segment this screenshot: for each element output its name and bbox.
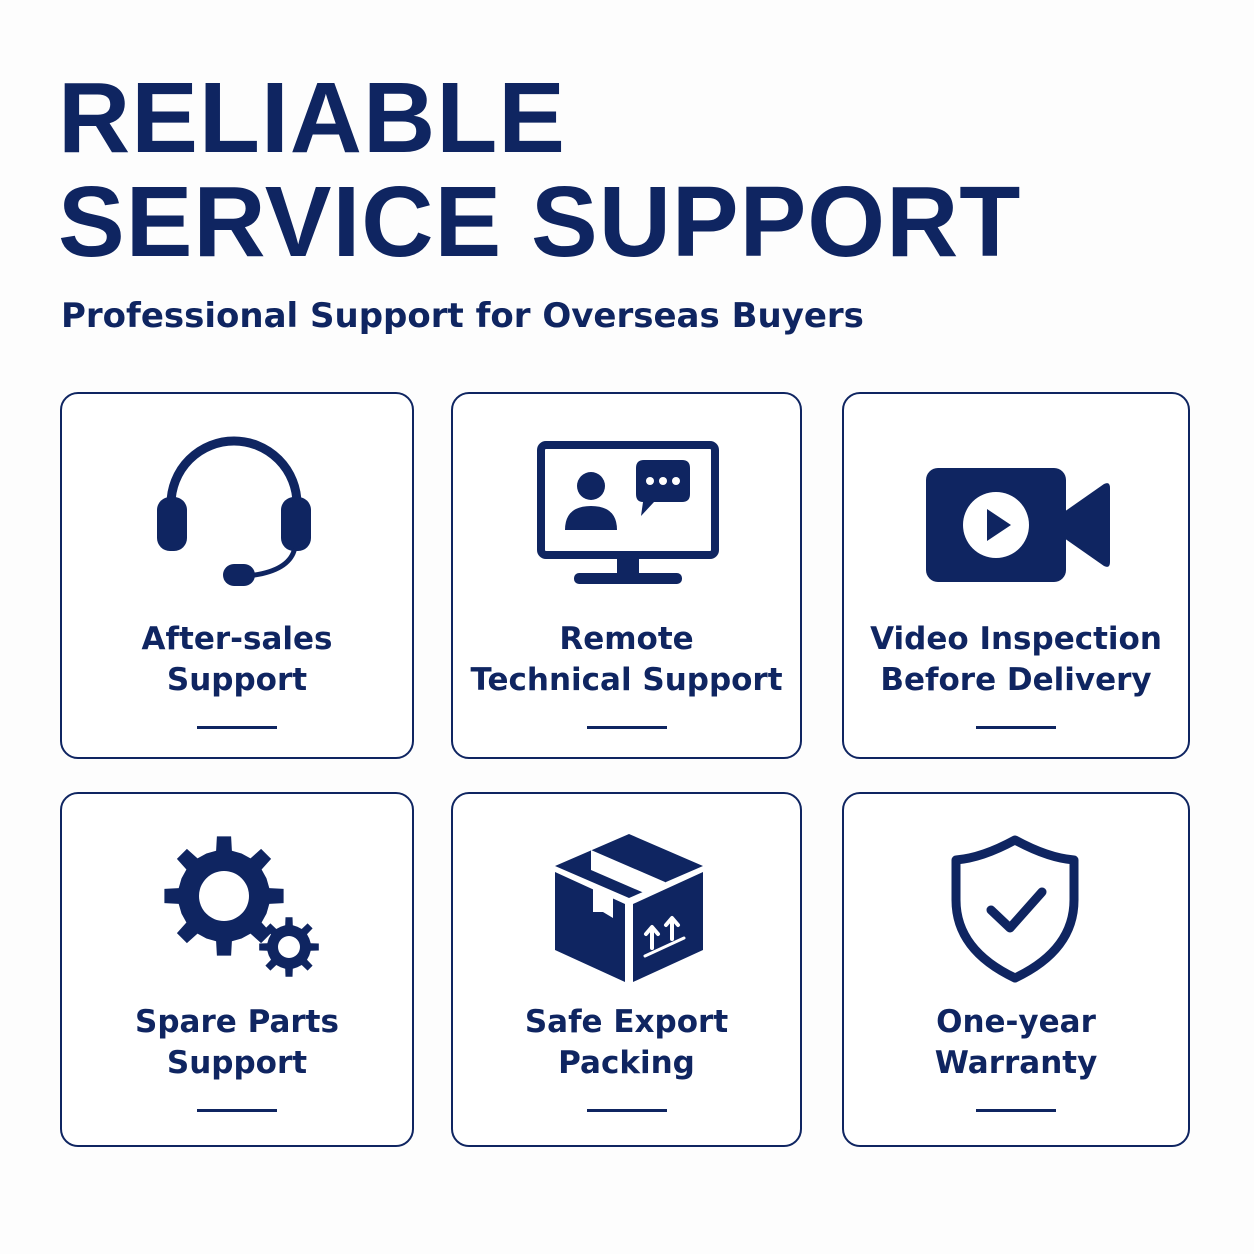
- card-label: Spare Parts Support: [62, 1002, 412, 1084]
- card-after-sales-support: After-sales Support: [60, 392, 414, 759]
- card-label-line-1: After-sales: [141, 621, 333, 657]
- gears-icon: [164, 836, 319, 977]
- card-remote-technical-support: Remote Technical Support: [451, 392, 802, 759]
- card-label: After-sales Support: [62, 619, 412, 701]
- card-divider: [586, 1109, 667, 1112]
- card-divider: [976, 1109, 1056, 1112]
- card-divider: [586, 726, 667, 729]
- card-divider: [197, 1109, 277, 1112]
- card-video-inspection: Video Inspection Before Delivery: [842, 392, 1190, 759]
- remote-monitor-icon: [537, 441, 719, 584]
- card-label-line-2: Warranty: [934, 1045, 1098, 1081]
- title-line-2: SERVICE SUPPORT: [58, 166, 1022, 278]
- card-label-line-1: Video Inspection: [870, 621, 1162, 657]
- card-label-line-1: Spare Parts: [135, 1004, 339, 1040]
- card-one-year-warranty: One-year Warranty: [842, 792, 1190, 1147]
- video-camera-icon: [926, 468, 1110, 582]
- card-divider: [976, 726, 1056, 729]
- card-label: Video Inspection Before Delivery: [844, 619, 1188, 701]
- card-label-line-2: Support: [166, 1045, 308, 1081]
- card-label-line-2: Before Delivery: [880, 662, 1152, 698]
- card-label: Remote Technical Support: [453, 619, 800, 701]
- card-label-line-1: One-year: [936, 1004, 1096, 1040]
- card-label-line-1: Remote: [559, 621, 694, 657]
- card-divider: [197, 726, 277, 729]
- headset-icon: [157, 436, 311, 586]
- card-safe-export-packing: Safe Export Packing: [451, 792, 802, 1147]
- card-label-line-2: Packing: [558, 1045, 695, 1081]
- card-label-line-2: Support: [166, 662, 308, 698]
- package-box-icon: [555, 834, 703, 982]
- card-label: Safe Export Packing: [453, 1002, 800, 1084]
- page-title: RELIABLE SERVICE SUPPORT: [58, 66, 1021, 274]
- title-line-1: RELIABLE: [58, 62, 566, 174]
- card-spare-parts-support: Spare Parts Support: [60, 792, 414, 1147]
- page-subtitle: Professional Support for Overseas Buyers: [61, 296, 864, 336]
- card-label-line-1: Safe Export: [524, 1004, 729, 1040]
- card-label-line-2: Technical Support: [470, 662, 783, 698]
- card-label: One-year Warranty: [844, 1002, 1188, 1084]
- shield-check-icon: [951, 835, 1079, 983]
